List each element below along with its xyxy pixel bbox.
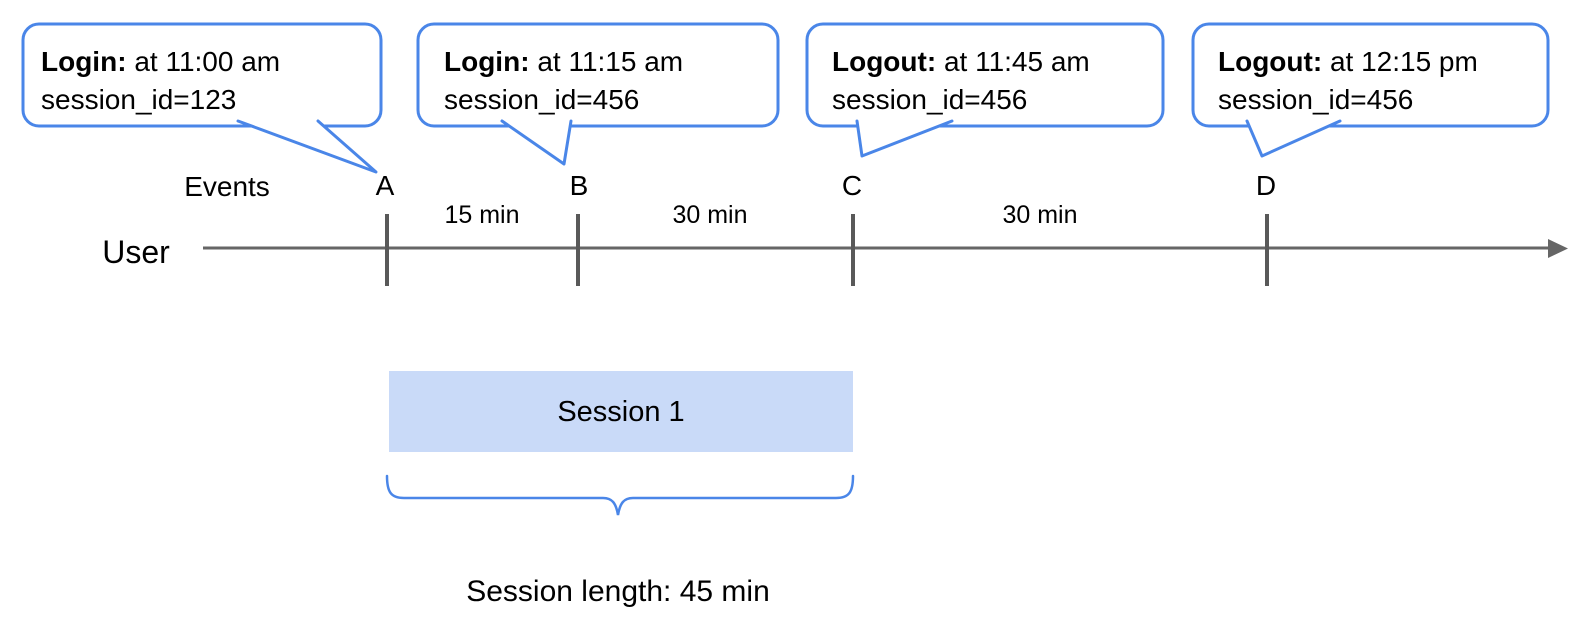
callout-c-shape	[805, 22, 1165, 158]
callout-tail-d	[1245, 119, 1342, 158]
interval-label-cd: 30 min	[1002, 201, 1078, 229]
callout-b-shape	[416, 22, 780, 166]
callout-d-event-type: Logout:	[1218, 46, 1323, 77]
callout-d-shape	[1191, 22, 1550, 158]
interval-label-bc: 30 min	[672, 201, 748, 229]
callout-a-session-id: session_id=123	[41, 84, 237, 115]
session-brace	[385, 474, 855, 516]
event-label-c: C	[841, 170, 863, 201]
callout-bubble-c	[805, 22, 1165, 128]
callout-bubble-d	[1191, 22, 1550, 128]
events-label: Events	[184, 171, 270, 202]
callout-c-session-id: session_id=456	[832, 84, 1028, 115]
interval-label-ab: 15 min	[444, 201, 520, 229]
callout-tail-b	[500, 119, 573, 166]
callout-c-line1: Logout: at 11:45 am	[832, 43, 1090, 81]
callout-b-event-time: at 11:15 am	[537, 46, 684, 77]
callout-d-session-id: session_id=456	[1218, 84, 1414, 115]
callout-d-line1: Logout: at 12:15 pm	[1218, 43, 1478, 81]
callout-b-line1: Login: at 11:15 am	[444, 43, 683, 81]
callout-a-text: Login: at 11:00 am session_id=123	[41, 43, 280, 119]
session-length-label: Session length: 45 min	[466, 575, 770, 608]
callout-c-event-type: Logout:	[832, 46, 937, 77]
callout-b-text: Login: at 11:15 am session_id=456	[444, 43, 683, 119]
callout-d-event-time: at 12:15 pm	[1329, 46, 1478, 77]
callout-b-event-type: Login:	[444, 46, 530, 77]
callout-a-shape	[21, 22, 383, 174]
user-label: User	[102, 234, 170, 270]
session-box-label: Session 1	[557, 396, 685, 428]
callout-a-event-time: at 11:00 am	[134, 46, 281, 77]
callout-tail-a	[236, 119, 378, 174]
timeline-arrowhead-icon	[1548, 239, 1568, 258]
session-box	[389, 371, 853, 452]
event-label-a: A	[375, 170, 395, 201]
callout-c-text: Logout: at 11:45 am session_id=456	[832, 43, 1090, 119]
event-label-d: D	[1255, 170, 1277, 201]
callout-a-line1: Login: at 11:00 am	[41, 43, 280, 81]
callout-a-event-type: Login:	[41, 46, 127, 77]
callout-c-event-time: at 11:45 am	[943, 46, 1090, 77]
callout-bubble-a	[21, 22, 383, 128]
callout-bubble-b	[416, 22, 780, 128]
callout-d-text: Logout: at 12:15 pm session_id=456	[1218, 43, 1478, 119]
event-label-b: B	[569, 170, 589, 201]
callout-b-session-id: session_id=456	[444, 84, 640, 115]
callout-tail-c	[855, 119, 954, 158]
